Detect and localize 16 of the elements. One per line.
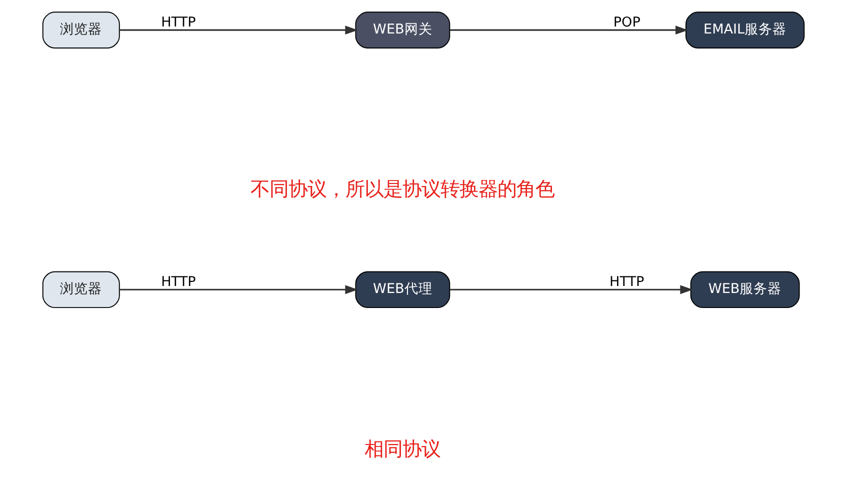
edge-label: HTTP bbox=[160, 274, 196, 290]
label: 相同协议 bbox=[364, 437, 440, 460]
node-box: WEB网关 bbox=[354, 12, 450, 48]
arrow bbox=[118, 285, 358, 294]
node-box: 浏览器 bbox=[42, 271, 120, 308]
edge-label: HTTP bbox=[609, 274, 644, 290]
node-box: WEB代理 bbox=[354, 271, 450, 308]
node-box: 浏览器 bbox=[42, 12, 120, 48]
node-box: EMAIL服务器 bbox=[684, 12, 804, 48]
arrow bbox=[449, 26, 688, 35]
label: 不同协议，所以是协议转换器的角色 bbox=[250, 178, 554, 201]
edge-label: POP bbox=[612, 14, 640, 30]
arrow bbox=[449, 285, 692, 294]
node-box: WEB服务器 bbox=[690, 271, 800, 308]
arrow bbox=[118, 26, 358, 35]
edge-label: HTTP bbox=[160, 14, 196, 30]
